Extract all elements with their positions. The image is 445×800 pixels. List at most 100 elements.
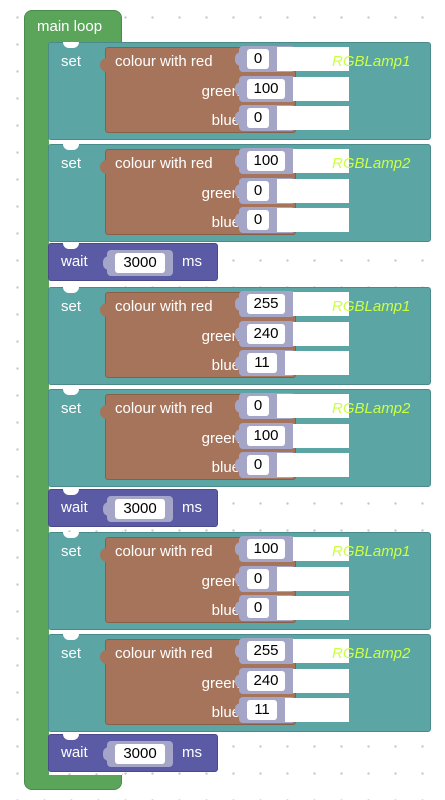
red-socket-gap — [277, 394, 349, 418]
blue-value-field[interactable]: 11 — [247, 353, 277, 373]
set-label: set — [61, 53, 82, 70]
green-socket-gap — [293, 322, 349, 346]
green-label: green — [201, 185, 240, 202]
wait-duration-field[interactable]: 3000 — [115, 253, 165, 273]
green-socket-gap — [293, 424, 349, 448]
set-label: set — [61, 645, 82, 662]
red-value-field[interactable]: 255 — [247, 294, 285, 314]
blue-label: blue — [211, 214, 240, 231]
green-value-field[interactable]: 100 — [247, 426, 285, 446]
set-label: set — [61, 155, 82, 172]
blue-value-field[interactable]: 0 — [247, 455, 269, 475]
output-tab — [100, 160, 107, 174]
lamp-target-dropdown[interactable]: RGBLamp2 — [332, 155, 411, 172]
block-notch — [63, 287, 79, 293]
red-value-socket: 100 — [235, 148, 295, 174]
ms-label: ms — [182, 499, 202, 516]
block-notch — [63, 634, 79, 640]
wait-duration-field[interactable]: 3000 — [115, 499, 165, 519]
set-colour-block[interactable]: set colour with red green blue 100 0 0 in RGBLam… — [48, 144, 431, 242]
green-socket-gap — [277, 179, 349, 203]
blue-label: blue — [211, 704, 240, 721]
wait-duration-socket: 3000 — [103, 250, 173, 276]
lamp-target-dropdown[interactable]: RGBLamp2 — [332, 645, 411, 662]
block-notch — [63, 389, 79, 395]
in-label: in — [307, 400, 319, 417]
set-label: set — [61, 400, 82, 417]
red-value-field[interactable]: 0 — [247, 49, 269, 69]
blue-value-field[interactable]: 11 — [247, 700, 277, 720]
red-value-field[interactable]: 255 — [247, 641, 285, 661]
lamp-target-dropdown[interactable]: RGBLamp1 — [332, 543, 411, 560]
green-label: green — [201, 573, 240, 590]
in-label: in — [307, 155, 319, 172]
blue-value-field[interactable]: 0 — [247, 598, 269, 618]
red-value-field[interactable]: 0 — [247, 396, 269, 416]
output-tab — [100, 405, 107, 419]
wait-duration-socket: 3000 — [103, 496, 173, 522]
green-value-socket: 100 — [235, 423, 295, 449]
green-socket-gap — [277, 567, 349, 591]
blue-label: blue — [211, 459, 240, 476]
red-value-field[interactable]: 100 — [247, 151, 285, 171]
set-colour-block[interactable]: set colour with red green blue 0 100 0 in RGBLam… — [48, 389, 431, 487]
colour-with-red-label: colour with red — [115, 53, 213, 70]
colour-with-red-label: colour with red — [115, 645, 213, 662]
block-notch — [63, 42, 79, 48]
block-notch — [63, 532, 79, 538]
output-tab — [100, 303, 107, 317]
green-value-socket: 100 — [235, 76, 295, 102]
green-label: green — [201, 430, 240, 447]
colour-with-red-label: colour with red — [115, 155, 213, 172]
wait-duration-field[interactable]: 3000 — [115, 744, 165, 764]
block-notch — [63, 734, 79, 740]
green-socket-gap — [293, 77, 349, 101]
green-value-field[interactable]: 0 — [247, 181, 269, 201]
red-socket-gap — [293, 292, 349, 316]
lamp-target-dropdown[interactable]: RGBLamp1 — [332, 298, 411, 315]
green-label: green — [201, 675, 240, 692]
green-value-field[interactable]: 240 — [247, 671, 285, 691]
colour-rgb-block[interactable]: colour with red green blue — [100, 639, 296, 725]
red-socket-gap — [293, 149, 349, 173]
colour-with-red-label: colour with red — [115, 298, 213, 315]
ms-label: ms — [182, 253, 202, 270]
lamp-target-dropdown[interactable]: RGBLamp2 — [332, 400, 411, 417]
green-value-socket: 240 — [235, 321, 295, 347]
output-tab — [100, 548, 107, 562]
block-notch — [63, 489, 79, 495]
set-colour-block[interactable]: set colour with red green blue 255 240 11 in RGB… — [48, 634, 431, 732]
green-value-field[interactable]: 0 — [247, 569, 269, 589]
red-value-socket: 255 — [235, 291, 295, 317]
green-value-field[interactable]: 100 — [247, 79, 285, 99]
block-notch — [63, 144, 79, 150]
green-value-socket: 240 — [235, 668, 295, 694]
blue-value-field[interactable]: 0 — [247, 108, 269, 128]
wait-label: wait — [61, 744, 88, 761]
lamp-target-dropdown[interactable]: RGBLamp1 — [332, 53, 411, 70]
red-value-socket: 255 — [235, 638, 295, 664]
green-value-field[interactable]: 240 — [247, 324, 285, 344]
green-socket-gap — [293, 669, 349, 693]
blue-socket-gap — [285, 351, 349, 375]
red-value-field[interactable]: 100 — [247, 539, 285, 559]
red-value-socket: 100 — [235, 536, 295, 562]
blue-socket-gap — [277, 106, 349, 130]
colour-with-red-label: colour with red — [115, 543, 213, 560]
blue-socket-gap — [277, 596, 349, 620]
main-loop-label: main loop — [37, 18, 103, 35]
wait-duration-socket: 3000 — [103, 741, 173, 767]
blue-value-field[interactable]: 0 — [247, 210, 269, 230]
blue-label: blue — [211, 357, 240, 374]
green-label: green — [201, 83, 240, 100]
in-label: in — [307, 53, 319, 70]
colour-with-red-label: colour with red — [115, 400, 213, 417]
in-label: in — [307, 645, 319, 662]
